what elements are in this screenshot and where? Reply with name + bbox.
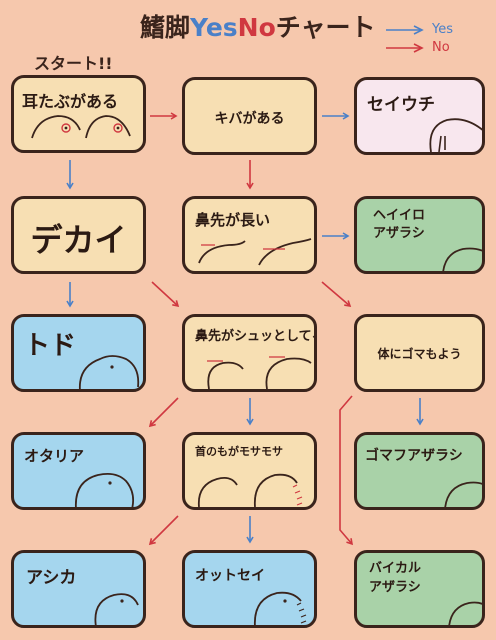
node-label: トド — [24, 331, 77, 361]
red-arrow-icon — [386, 43, 424, 53]
blue-arrow-icon — [386, 25, 424, 35]
legend-no: No — [384, 40, 494, 58]
node-ear-question: 耳たぶがある — [11, 75, 146, 153]
node-asika: アシカ — [11, 550, 146, 628]
arrow-no — [148, 397, 179, 428]
node-otaria: オタリア — [11, 432, 146, 510]
node-baikal-seal: バイカル アザラシ — [354, 550, 485, 628]
arrow-no — [339, 395, 354, 546]
arrow-no — [148, 515, 179, 546]
title-yes: Yes — [190, 13, 238, 42]
arrow-no — [321, 281, 352, 308]
node-label: デカイ — [30, 221, 127, 259]
page-title: 鰭脚YesNoチャート — [140, 8, 376, 48]
node-label: バイカル アザラシ — [369, 561, 422, 595]
title-main: 鰭脚 — [140, 13, 191, 42]
node-hooded-seal: ヘイイロ アザラシ — [354, 196, 485, 274]
node-walrus: セイウチ — [354, 77, 485, 155]
node-long-nose-question: 鼻先が長い — [182, 196, 317, 274]
node-label: オットセイ — [195, 568, 265, 584]
seal-icon — [442, 247, 482, 271]
legend-yes-label: Yes — [432, 22, 453, 37]
node-fang-question: キバがある — [182, 77, 317, 155]
node-fur-seal: オットセイ — [182, 550, 317, 628]
node-label: 体にゴマもよう — [377, 347, 462, 361]
neck-fur-icon — [197, 473, 303, 507]
title-no: No — [237, 13, 276, 42]
node-label: 耳たぶがある — [22, 92, 119, 111]
sea-lion-icon — [94, 593, 139, 625]
seal-icon — [444, 481, 482, 507]
node-label: オタリア — [24, 447, 85, 465]
otaria-icon — [75, 472, 135, 507]
sharp-nose-icon — [207, 356, 312, 389]
legend-no-label: No — [432, 40, 450, 55]
nose-compare-icon — [198, 238, 312, 266]
seal-icon — [448, 601, 482, 625]
node-label: 首のもがモサモサ — [195, 445, 283, 458]
node-sea-lion: トド — [11, 314, 146, 392]
title-tail: チャート — [275, 13, 376, 42]
walrus-icon — [429, 118, 482, 152]
node-label: キバがある — [214, 111, 285, 127]
node-label: ヘイイロ アザラシ — [373, 208, 426, 241]
fur-seal-icon — [254, 591, 307, 625]
node-label: セイウチ — [367, 95, 435, 115]
node-big-question: デカイ — [11, 196, 146, 274]
legend-yes: Yes — [384, 22, 494, 40]
sea-lion-icon — [78, 355, 140, 389]
node-neck-question: 首のもがモサモサ — [182, 432, 317, 510]
node-label: 鼻先が長い — [195, 211, 271, 229]
node-label: アシカ — [26, 568, 77, 588]
arrow-no — [151, 281, 180, 308]
node-label: ゴマフアザラシ — [365, 448, 463, 464]
seal-ear-icon — [31, 115, 131, 139]
node-label: 鼻先がシュッとしてる — [195, 329, 317, 344]
node-sharp-nose-question: 鼻先がシュッとしてる — [182, 314, 317, 392]
node-spotted-seal: ゴマフアザラシ — [354, 432, 485, 510]
start-label: スタート!! — [34, 54, 113, 73]
node-pattern-question: 体にゴマもよう — [354, 314, 485, 392]
